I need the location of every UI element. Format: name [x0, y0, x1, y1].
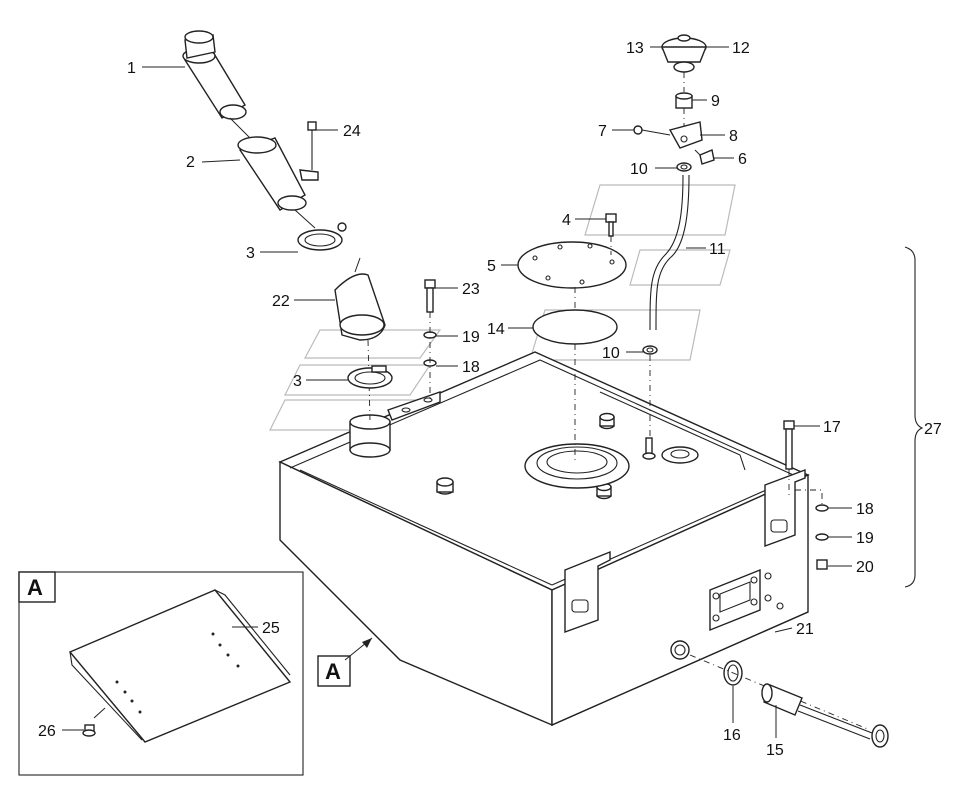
inset-label: A	[27, 575, 43, 600]
callout-9: 9	[711, 93, 720, 110]
callout-8: 8	[729, 128, 738, 145]
callout-5: 5	[487, 258, 496, 275]
view-a-marker: A	[317, 637, 373, 687]
callout-17: 17	[823, 419, 841, 436]
part-5-cover-plate	[517, 241, 627, 289]
callout-21: 21	[796, 621, 814, 638]
callout-3-upper: 3	[246, 245, 255, 262]
part-17-bolt	[783, 420, 829, 570]
part-14-gasket	[532, 287, 618, 460]
callout-1: 1	[127, 60, 136, 77]
part-10-grommet-lower	[642, 345, 658, 440]
assembly-brace	[904, 246, 924, 588]
callout-15: 15	[766, 742, 784, 759]
leader-lines	[62, 46, 852, 738]
detail-inset-a: A	[18, 571, 304, 776]
callout-14: 14	[487, 321, 505, 338]
part-22-elbow-hose	[334, 257, 386, 421]
callout-11: 11	[709, 241, 726, 258]
callout-24: 24	[343, 123, 361, 140]
part-15-drain-plug	[761, 683, 889, 748]
callout-19-right: 19	[856, 530, 874, 547]
callout-18-right: 18	[856, 501, 874, 518]
part-filler-cap	[182, 30, 247, 120]
callout-18-left: 18	[462, 359, 480, 376]
callout-13: 13	[626, 40, 644, 57]
part-23-bolt	[423, 279, 437, 400]
callout-27: 27	[924, 421, 942, 438]
part-12-13-sender-cap	[660, 34, 708, 92]
part-16-seal-ring	[689, 654, 871, 731]
part-4-screw	[605, 213, 617, 255]
callouts: 1 2 24 3 22 23 19 18 3 4 5 14 12 13 9 8 …	[38, 40, 942, 759]
callout-2: 2	[186, 154, 195, 171]
callout-7: 7	[598, 123, 607, 140]
part-filler-tube	[229, 117, 319, 229]
part-8-bracket	[633, 121, 715, 165]
part-24-screw	[307, 121, 317, 170]
part-3-clamp-upper	[297, 222, 347, 251]
callout-25: 25	[262, 620, 280, 637]
callout-20: 20	[856, 559, 874, 576]
callout-19-left: 19	[462, 329, 480, 346]
part-10-grommet-upper	[676, 162, 692, 172]
callout-6: 6	[738, 151, 747, 168]
view-label: A	[325, 659, 341, 684]
callout-16: 16	[723, 727, 741, 744]
callout-23: 23	[462, 281, 480, 298]
callout-22: 22	[272, 293, 290, 310]
callout-26: 26	[38, 723, 56, 740]
fuel-tank	[278, 351, 810, 727]
callout-10-lower: 10	[602, 345, 620, 362]
part-11-tube	[649, 174, 690, 331]
callout-4: 4	[562, 212, 571, 229]
callout-12: 12	[732, 40, 750, 57]
part-3-clamp-lower	[347, 365, 393, 389]
callout-10-upper: 10	[630, 161, 648, 178]
callout-3-lower: 3	[293, 373, 302, 390]
